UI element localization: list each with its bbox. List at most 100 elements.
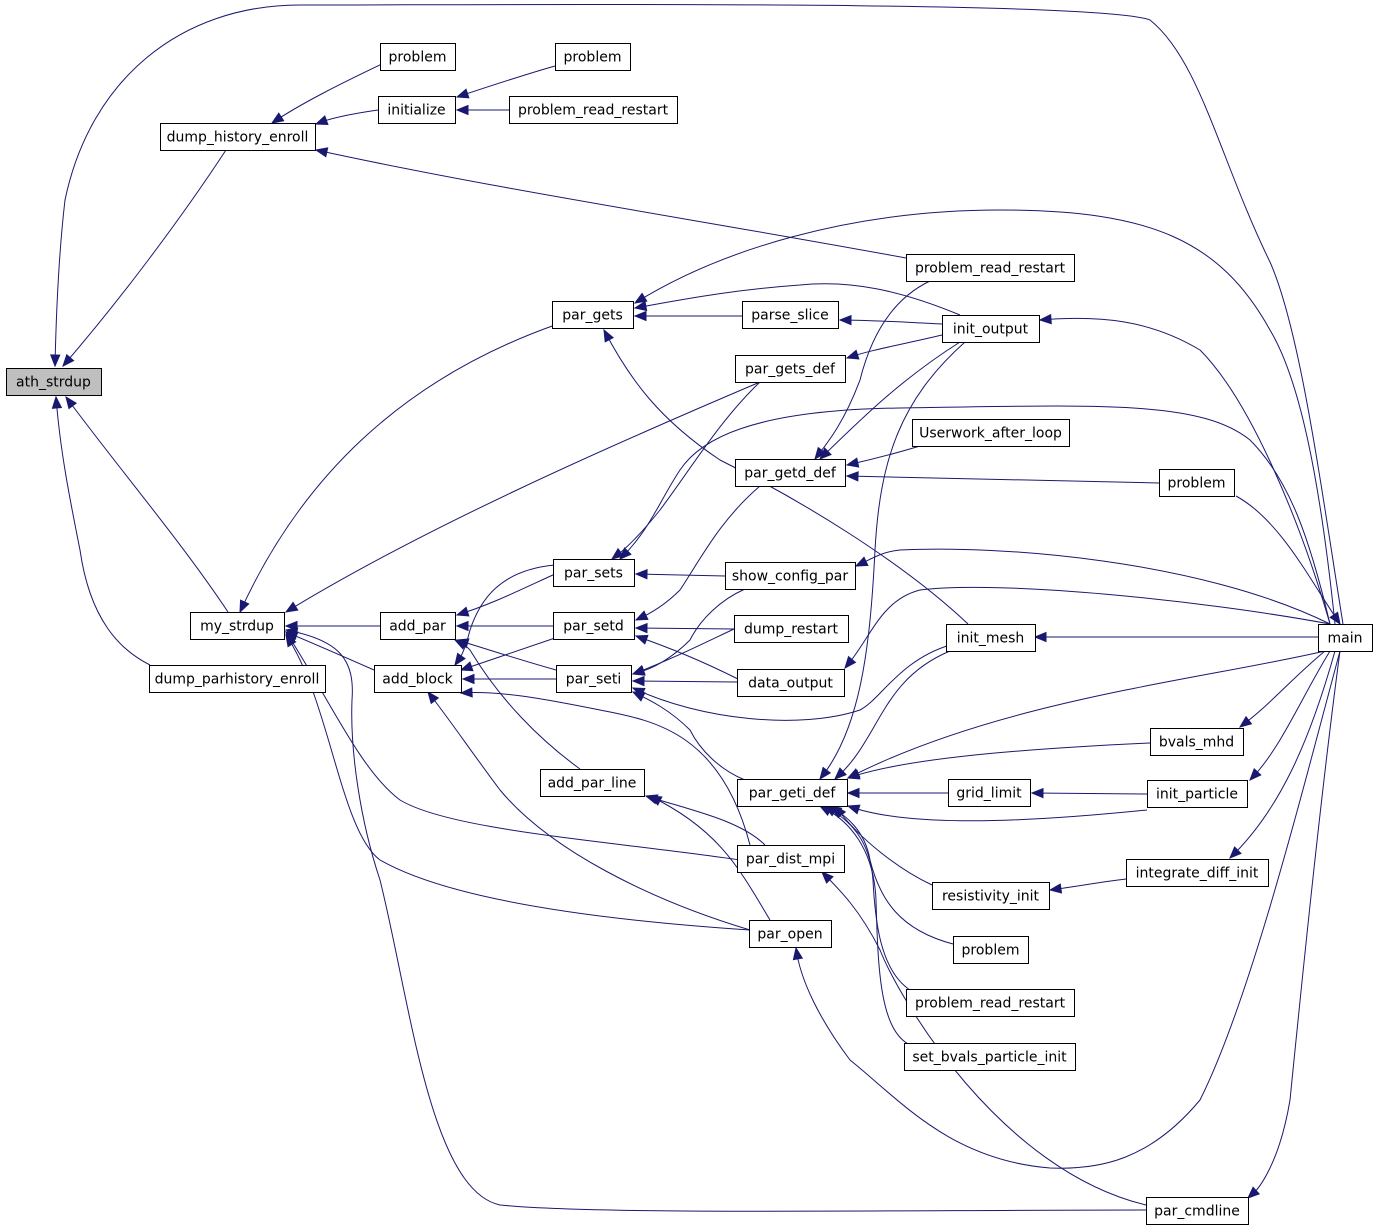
arrow-head <box>631 675 645 687</box>
node-par-seti[interactable]: par_seti <box>556 665 632 693</box>
node-initialize[interactable]: initialize <box>378 96 456 124</box>
node-label: data_output <box>748 676 833 692</box>
node-box <box>904 1043 1076 1071</box>
edge-resistivity_init-to-par_geti_def <box>834 804 933 886</box>
edge-init_particle-to-grid_limit <box>1030 787 1148 799</box>
node-my-strdup[interactable]: my_strdup <box>190 612 285 640</box>
node-dump-history-enroll[interactable]: dump_history_enroll <box>160 123 316 151</box>
node-box <box>1318 624 1373 652</box>
arrow-head <box>633 292 648 304</box>
arrow-head <box>844 655 857 670</box>
node-integrate-diff-init[interactable]: integrate_diff_init <box>1126 859 1269 887</box>
node-par-cmdline[interactable]: par_cmdline <box>1146 1197 1249 1225</box>
node-box <box>737 669 845 697</box>
node-ath-strdup[interactable]: ath_strdup <box>6 368 102 396</box>
arrow-head <box>65 395 78 410</box>
node-label: problem_read_restart <box>518 103 669 119</box>
arrow-head <box>461 673 475 685</box>
node-box <box>948 779 1031 807</box>
arrow-head <box>633 300 648 312</box>
node-par-gets[interactable]: par_gets <box>552 301 634 329</box>
node-dump-parhistory-enroll[interactable]: dump_parhistory_enroll <box>149 665 326 693</box>
arrow-head <box>814 446 827 461</box>
edge-add_par_line-to-add_par <box>453 639 581 770</box>
edge-problem_c-to-par_getd_def <box>845 471 1160 484</box>
node-init-output[interactable]: init_output <box>942 315 1040 343</box>
node-problem-a[interactable]: problem <box>380 43 456 71</box>
node-init-mesh[interactable]: init_mesh <box>946 624 1036 652</box>
arrow-head <box>62 353 75 368</box>
node-parse-slice[interactable]: parse_slice <box>742 301 839 329</box>
edge-line <box>834 650 951 780</box>
arrow-head <box>1229 846 1242 859</box>
node-par-open[interactable]: par_open <box>749 920 832 948</box>
node-show-config-par[interactable]: show_config_par <box>725 562 856 590</box>
node-bvals-mhd[interactable]: bvals_mhd <box>1150 728 1244 756</box>
node-label: main <box>1328 631 1363 647</box>
node-resistivity-init[interactable]: resistivity_init <box>932 882 1050 910</box>
node-init-particle[interactable]: init_particle <box>1147 780 1248 808</box>
node-main[interactable]: main <box>1318 624 1373 652</box>
edge-par_dist_mpi-to-add_block <box>459 687 751 846</box>
node-box <box>1150 728 1244 756</box>
arrow-head <box>51 395 63 409</box>
edge-line <box>460 692 751 846</box>
node-problem-read-restart-c[interactable]: problem_read_restart <box>906 989 1075 1017</box>
edge-data_output-to-par_seti <box>631 675 738 687</box>
node-label: problem_read_restart <box>915 996 1066 1012</box>
edge-line <box>635 485 761 621</box>
node-label: problem <box>962 943 1020 959</box>
node-add-par[interactable]: add_par <box>380 612 456 640</box>
edge-problem_a-to-dump_history_enroll <box>270 63 383 124</box>
node-box <box>149 665 326 693</box>
edge-init_mesh-to-par_gets <box>603 328 969 625</box>
edge-line <box>635 573 726 577</box>
arrow-head <box>846 769 861 780</box>
node-box <box>735 459 846 487</box>
edge-problem_b-to-initialize <box>455 65 556 99</box>
arrow-head <box>1030 787 1044 799</box>
arrow-head <box>603 328 615 343</box>
node-par-sets[interactable]: par_sets <box>553 559 635 587</box>
node-dump-restart[interactable]: dump_restart <box>734 615 849 643</box>
node-par-geti-def[interactable]: par_geti_def <box>737 779 848 807</box>
edge-par_setd-to-add_par <box>455 620 553 632</box>
arrow-head <box>634 622 648 634</box>
node-label: my_strdup <box>200 619 274 635</box>
arrow-head <box>634 610 649 621</box>
node-par-dist-mpi[interactable]: par_dist_mpi <box>737 845 845 873</box>
arrow-head <box>631 664 646 675</box>
node-Userwork-after-loop[interactable]: Userwork_after_loop <box>912 419 1070 447</box>
arrow-head <box>459 687 473 698</box>
edge-par_geti_def-to-par_seti <box>631 691 746 781</box>
node-par-setd[interactable]: par_setd <box>553 612 635 640</box>
arrow-head <box>648 795 663 806</box>
node-problem-read-restart-b[interactable]: problem_read_restart <box>906 254 1075 282</box>
node-set-bvals-particle-init[interactable]: set_bvals_particle_init <box>904 1043 1076 1071</box>
node-label: init_mesh <box>957 631 1025 647</box>
node-label: dump_history_enroll <box>167 130 309 146</box>
node-problem-read-restart-a[interactable]: problem_read_restart <box>509 96 678 124</box>
node-box <box>946 624 1036 652</box>
node-problem-d[interactable]: problem <box>953 936 1029 964</box>
node-data-output[interactable]: data_output <box>737 669 845 697</box>
edge-line <box>819 341 961 460</box>
edge-my_strdup-to-ath_strdup <box>65 395 229 613</box>
node-label: add_par_line <box>548 776 637 792</box>
arrow-head <box>239 599 250 614</box>
node-problem-b[interactable]: problem <box>555 43 631 71</box>
edge-line <box>847 805 1148 822</box>
node-par-getd-def[interactable]: par_getd_def <box>735 459 846 487</box>
node-box <box>552 301 634 329</box>
node-box <box>380 612 456 640</box>
edge-par_gets_def-to-my_strdup <box>284 381 761 613</box>
node-par-gets-def[interactable]: par_gets_def <box>735 355 846 383</box>
node-add-par-line[interactable]: add_par_line <box>540 769 645 797</box>
node-label: dump_restart <box>744 622 838 638</box>
node-grid-limit[interactable]: grid_limit <box>948 779 1031 807</box>
edge-main-to-bvals_mhd <box>1238 650 1326 728</box>
edge-initialize-to-dump_history_enroll <box>314 109 379 125</box>
node-problem-c[interactable]: problem <box>1159 469 1235 497</box>
node-add-block[interactable]: add_block <box>374 665 462 693</box>
